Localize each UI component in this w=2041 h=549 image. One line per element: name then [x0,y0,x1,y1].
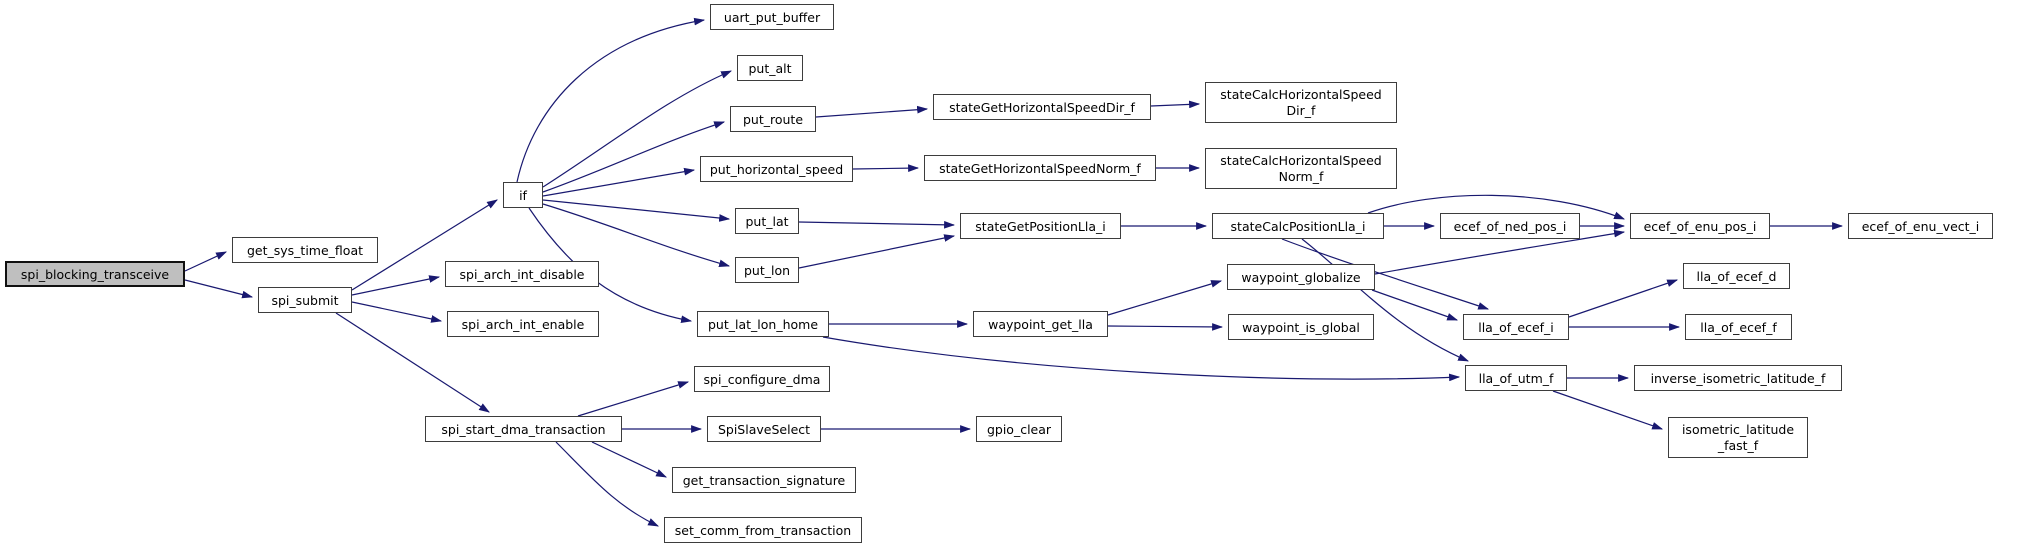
edge-spi_start_dma_transaction-to-spi_configure_dma [577,381,690,417]
node-uart_put_buffer[interactable]: uart_put_buffer [710,4,834,30]
node-waypoint_globalize[interactable]: waypoint_globalize [1227,264,1375,290]
node-spi_submit[interactable]: spi_submit [258,287,352,313]
edge-spi_blocking_transceive-to-spi_submit [184,279,254,299]
node-stateGetHorizontalSpeedNorm_f[interactable]: stateGetHorizontalSpeedNorm_f [924,155,1156,181]
node-waypoint_get_lla[interactable]: waypoint_get_lla [973,311,1108,337]
edge-if-to-put_lon [542,203,731,268]
edge-if-to-put_horizontal_speed [542,167,696,197]
node-get_sys_time_float[interactable]: get_sys_time_float [232,237,378,263]
node-ecef_of_enu_pos_i[interactable]: ecef_of_enu_pos_i [1630,213,1770,239]
edge-lla_of_utm_f-to-isometric_latitude_fast_f [1552,390,1664,430]
node-stateCalcHorizontalSpeedDir_f[interactable]: stateCalcHorizontalSpeed Dir_f [1205,82,1397,123]
node-put_horizontal_speed[interactable]: put_horizontal_speed [700,156,853,182]
node-put_route[interactable]: put_route [730,106,816,132]
edge-spi_start_dma_transaction-to-get_transaction_signature [591,441,667,478]
edge-stateCalcPositionLla_i-to-lla_of_ecef_i [1281,238,1490,310]
node-if[interactable]: if [503,182,543,208]
edge-spi_blocking_transceive-to-get_sys_time_float [184,251,227,272]
node-label-line: stateCalcHorizontalSpeed [1220,86,1382,102]
edge-lla_of_ecef_i-to-lla_of_ecef_d [1568,279,1679,318]
edge-if-to-put_alt [542,70,733,188]
node-spi_arch_int_enable[interactable]: spi_arch_int_enable [447,311,599,337]
node-isometric_latitude_fast_f[interactable]: isometric_latitude _fast_f [1668,417,1808,458]
edge-waypoint_globalize-to-lla_of_ecef_i [1371,289,1459,321]
edge-spi_submit-to-spi_arch_int_enable [351,301,443,323]
edge-if-to-uart_put_buffer [516,17,706,183]
node-put_lon[interactable]: put_lon [735,257,799,283]
node-label-line: stateCalcHorizontalSpeed [1220,152,1382,168]
node-put_lat[interactable]: put_lat [735,208,799,234]
node-SpiSlaveSelect[interactable]: SpiSlaveSelect [707,416,821,442]
node-stateGetPositionLla_i[interactable]: stateGetPositionLla_i [960,213,1121,239]
node-lla_of_ecef_d[interactable]: lla_of_ecef_d [1683,263,1790,289]
node-spi_arch_int_disable[interactable]: spi_arch_int_disable [445,261,599,287]
edge-waypoint_get_lla-to-waypoint_is_global [1107,323,1224,331]
edge-waypoint_get_lla-to-waypoint_globalize [1107,280,1223,316]
node-stateGetHorizontalSpeedDir_f[interactable]: stateGetHorizontalSpeedDir_f [933,94,1151,120]
edge-stateCalcPositionLla_i-to-lla_of_utm_f [1301,238,1470,362]
node-label-line: isometric_latitude [1681,421,1795,437]
edge-put_lat-to-stateGetPositionLla_i [798,220,956,229]
node-stateCalcHorizontalSpeedNorm_f[interactable]: stateCalcHorizontalSpeed Norm_f [1205,148,1397,189]
node-put_alt[interactable]: put_alt [737,55,803,81]
node-lla_of_ecef_i[interactable]: lla_of_ecef_i [1463,314,1569,340]
node-get_transaction_signature[interactable]: get_transaction_signature [672,467,856,493]
node-ecef_of_ned_pos_i[interactable]: ecef_of_ned_pos_i [1440,213,1580,239]
edge-put_route-to-stateGetHorizontalSpeedDir_f [815,105,929,118]
edge-stateCalcPositionLla_i-to-ecef_of_enu_pos_i [1367,194,1626,220]
node-spi_blocking_transceive: spi_blocking_transceive [5,261,185,287]
edge-spi_start_dma_transaction-to-set_comm_from_transaction [555,441,659,527]
edge-if-to-put_route [542,121,726,193]
node-set_comm_from_transaction[interactable]: set_comm_from_transaction [664,517,862,543]
node-waypoint_is_global[interactable]: waypoint_is_global [1228,314,1374,340]
edge-put_lon-to-stateGetPositionLla_i [798,234,956,269]
edge-stateGetHorizontalSpeedDir_f-to-stateCalcHorizontalSpeedDir_f [1150,100,1201,109]
node-put_lat_lon_home[interactable]: put_lat_lon_home [697,311,829,337]
edge-waypoint_globalize-to-ecef_of_enu_pos_i [1374,229,1626,275]
node-inverse_isometric_latitude_f[interactable]: inverse_isometric_latitude_f [1634,365,1842,391]
node-label-line: Norm_f [1278,168,1324,184]
node-lla_of_ecef_f[interactable]: lla_of_ecef_f [1685,314,1792,340]
node-label-line: Dir_f [1286,102,1316,118]
node-spi_configure_dma[interactable]: spi_configure_dma [694,366,830,392]
edge-if-to-put_lat [542,199,731,222]
edge-put_lat_lon_home-to-lla_of_utm_f [822,336,1461,382]
node-gpio_clear[interactable]: gpio_clear [976,416,1062,442]
node-spi_start_dma_transaction[interactable]: spi_start_dma_transaction [425,416,622,442]
edge-spi_submit-to-spi_start_dma_transaction [335,312,490,413]
edge-spi_submit-to-spi_arch_int_disable [351,275,441,296]
edge-spi_submit-to-if [351,199,498,291]
node-lla_of_utm_f[interactable]: lla_of_utm_f [1465,365,1567,391]
node-label-line: _fast_f [1717,437,1759,453]
node-ecef_of_enu_vect_i[interactable]: ecef_of_enu_vect_i [1848,213,1993,239]
edge-put_horizontal_speed-to-stateGetHorizontalSpeedNorm_f [852,164,920,173]
node-stateCalcPositionLla_i[interactable]: stateCalcPositionLla_i [1212,213,1384,239]
